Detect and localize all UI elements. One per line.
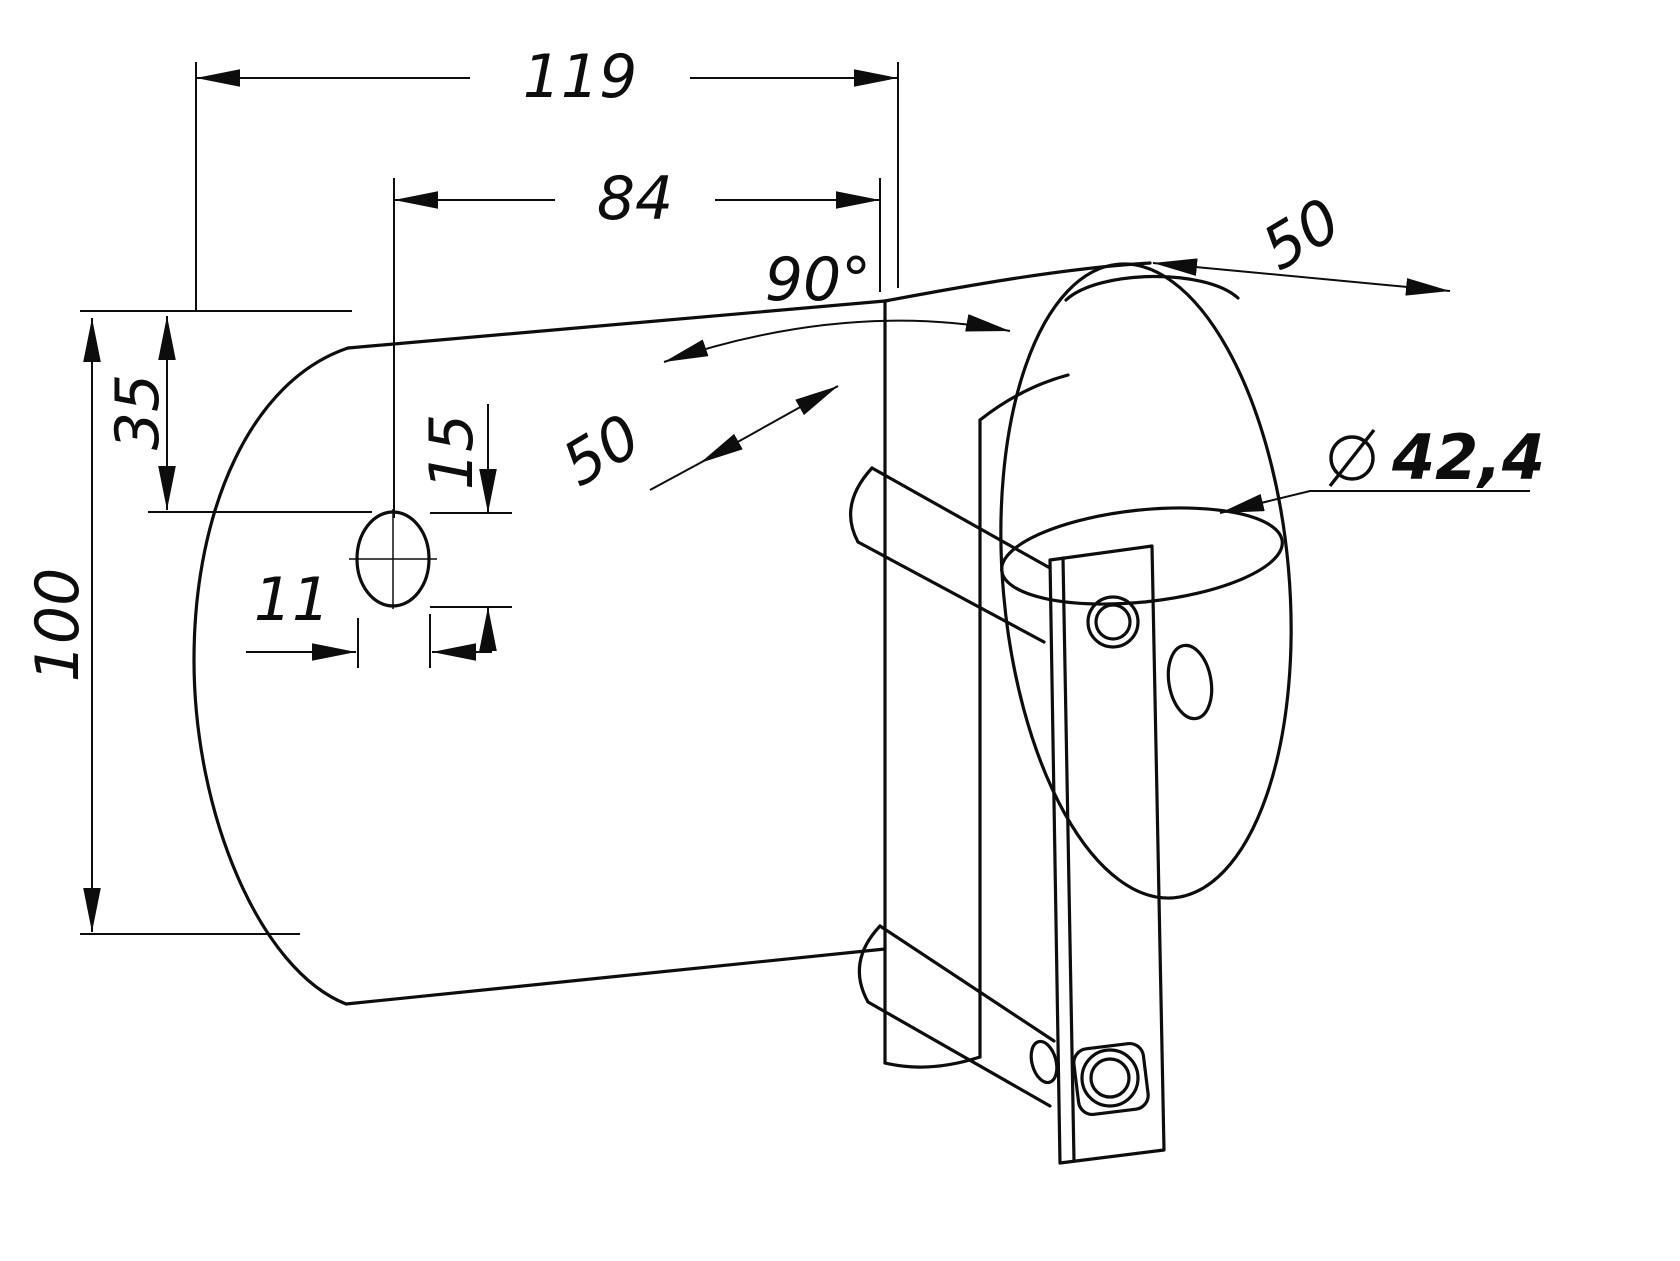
bottom-bolt-head [1072,1041,1150,1117]
upper-arm-end-cap [849,466,874,544]
lower-arm-end-cap [857,924,882,1004]
wall-plate-outline [192,299,887,1006]
tube-bore-ellipse [1000,506,1284,606]
dim-119-overall-width: 119 [195,42,899,312]
dim-label-100: 100 [23,568,93,683]
slot-hole [349,509,437,609]
upper-arm-top-edge [870,466,1052,570]
bottom-bolt-inner [1089,1057,1131,1099]
dim-11-slot-width: 11 [246,565,492,668]
clamp-strap [1029,544,1166,1165]
plate-top-edge [346,299,887,350]
angle-arc [663,314,1011,363]
dim-84-slot-to-edge: 84 [393,164,881,518]
leader-line [1219,490,1530,514]
disc-oval-hole [1166,643,1214,721]
mounting-post [883,261,1152,1069]
round-disc [999,262,1293,900]
dim-line-tail [649,462,701,491]
upper-arm-bottom-edge [856,540,1046,644]
dim-label-50-width: 50 [551,401,653,500]
dim-50-flange-width: 50 [551,385,839,501]
dim-label-11: 11 [254,565,330,635]
strap-outline [1048,544,1166,1165]
lower-arm-top-edge [878,924,1056,1043]
strap-thickness-edge [1061,556,1076,1163]
bottom-bolt-outer [1080,1048,1140,1108]
dim-50-projection: 50 [1152,185,1451,296]
upper-arm [849,466,1052,644]
bottom-washer [1029,1039,1059,1085]
lower-arm-bottom-edge [866,1000,1052,1108]
dim-label-35: 35 [103,374,173,450]
diameter-symbol-icon [1328,428,1376,488]
dim-label-84: 84 [597,164,673,234]
disc-face [999,262,1293,900]
dim-90-bend-angle: 90° [663,245,1011,363]
disc-rim-arc [1064,274,1240,302]
bend-inner-edge [978,373,1070,422]
top-bolt-inner [1094,603,1132,641]
dim-35-top-to-slot: 35 [80,310,372,513]
dim-label-90: 90° [765,245,871,315]
dim-label-42-4: 42,4 [1391,421,1545,494]
dim-15-slot-height: 15 [417,404,512,651]
dim-100-overall-height: 100 [23,318,300,935]
dim-label-50-projection: 50 [1251,185,1353,284]
plate-left-arc-and-bottom [192,346,887,1006]
lower-arm [857,924,1056,1108]
dim-label-15: 15 [417,414,487,490]
top-bolt-outer [1086,595,1140,649]
dim-label-119: 119 [523,42,638,112]
dim-line [1152,258,1451,296]
dim-line [699,385,839,464]
dim-diameter-42-4: 42,4 [1219,421,1545,514]
